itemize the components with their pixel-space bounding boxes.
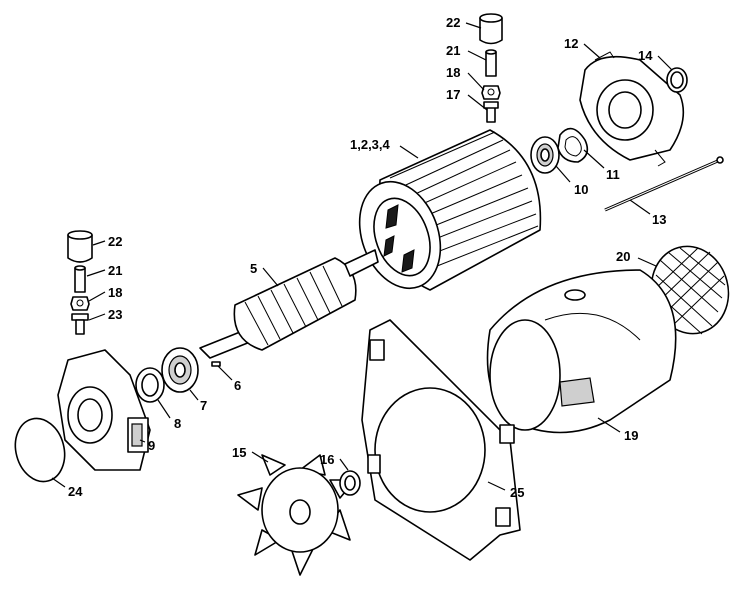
callout-10: 10 <box>574 182 588 197</box>
callout-labels: 22 21 18 17 1,2,3,4 12 14 10 11 13 20 22… <box>68 15 666 500</box>
callout-22-top: 22 <box>446 15 460 30</box>
callout-1-2-3-4: 1,2,3,4 <box>350 137 391 152</box>
callout-11: 11 <box>606 167 620 182</box>
bolt-part-23 <box>71 313 89 335</box>
rotor-part-5 <box>199 249 379 359</box>
bolt-part-17 <box>483 101 499 123</box>
callout-21-left: 21 <box>108 263 122 278</box>
callout-16: 16 <box>320 452 334 467</box>
callout-5: 5 <box>250 261 257 276</box>
callout-7: 7 <box>200 398 207 413</box>
stator-housing-part-1-2-3-4 <box>358 129 542 291</box>
callout-13: 13 <box>652 212 666 227</box>
seal-part-8 <box>135 367 165 403</box>
end-cover-part-12 <box>579 51 685 167</box>
callout-6: 6 <box>234 378 241 393</box>
callout-18-top: 18 <box>446 65 460 80</box>
callout-19: 19 <box>624 428 638 443</box>
sleeve-part-21-top <box>485 49 497 77</box>
leader-lines <box>51 22 673 491</box>
fan-cover-part-19 <box>486 269 677 434</box>
key-part-6 <box>211 361 221 367</box>
callout-18-left: 18 <box>108 285 122 300</box>
callout-22-left: 22 <box>108 234 122 249</box>
callout-12: 12 <box>564 36 578 51</box>
spring-washer-part-11 <box>557 127 589 163</box>
cap-part-22-left <box>67 230 93 263</box>
collar-part-16 <box>339 470 361 496</box>
tie-rod-part-13 <box>604 156 724 212</box>
ring-part-14 <box>666 67 688 93</box>
fan-part-15 <box>237 454 356 576</box>
bearing-part-10 <box>530 136 560 174</box>
callout-8: 8 <box>174 416 181 431</box>
callout-14: 14 <box>638 48 653 63</box>
callout-23: 23 <box>108 307 122 322</box>
cap-part-22-top <box>479 13 503 45</box>
callout-9: 9 <box>148 438 155 453</box>
nut-part-18-left <box>70 296 90 311</box>
end-shield-part-9 <box>57 349 151 471</box>
callout-21-top: 21 <box>446 43 460 58</box>
callout-24: 24 <box>68 484 83 499</box>
callout-20: 20 <box>616 249 630 264</box>
sleeve-part-21-left <box>74 265 86 293</box>
nut-part-18-top <box>481 85 501 100</box>
o-ring-part-24 <box>14 417 66 483</box>
callout-25: 25 <box>510 485 524 500</box>
callout-15: 15 <box>232 445 246 460</box>
bearing-part-7 <box>161 347 199 393</box>
mounting-plate-part-25 <box>361 319 521 561</box>
callout-17: 17 <box>446 87 460 102</box>
